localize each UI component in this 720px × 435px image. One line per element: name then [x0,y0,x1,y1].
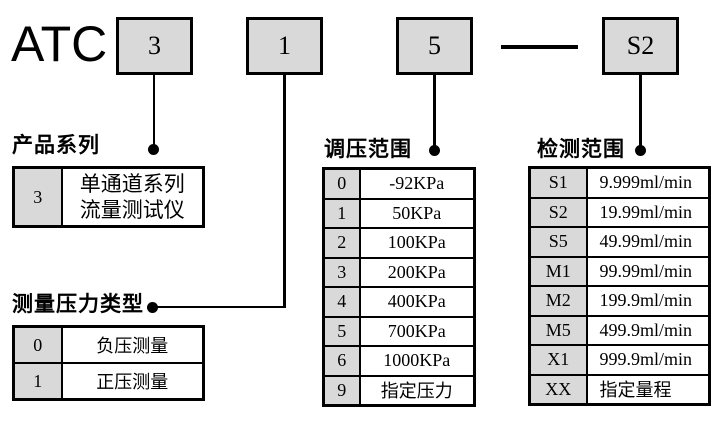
table-row: 9 指定压力 [322,374,476,407]
value-cell: 499.9ml/min [585,314,711,346]
table-row: 1 正压测量 [12,362,205,401]
connector-bullet-series [148,144,159,155]
code-cell: 0 [322,167,361,200]
product-series-table: 3 单通道系列 流量测试仪 [12,166,205,228]
table-row: S2 19.99ml/min [528,196,711,228]
code-cell: 5 [322,315,361,347]
connector-bullet-regulation [428,144,440,156]
code-cell: 4 [322,286,361,318]
value-cell: 49.99ml/min [585,226,711,258]
table-row: 2 100KPa [322,227,476,259]
model-segment-box-series: 3 [116,17,193,75]
connector-line-pressure-vertical [283,75,286,308]
value-cell: 正压测量 [60,362,205,401]
value-cell: 400KPa [358,286,476,318]
table-row: 4 400KPa [322,286,476,318]
connector-line-regulation [433,75,436,146]
code-cell: XX [528,373,588,406]
value-cell: 单通道系列 流量测试仪 [60,166,205,228]
pressure-type-table: 0 负压测量 1 正压测量 [12,325,205,401]
value-cell: 99.99ml/min [585,255,711,287]
code-cell: 3 [322,256,361,288]
code-cell: 2 [322,227,361,259]
value-cell: 700KPa [358,315,476,347]
value-cell: 1000KPa [358,345,476,377]
value-cell: 负压测量 [60,325,205,364]
value-cell: 19.99ml/min [585,196,711,228]
connector-line-detection [639,75,642,146]
value-cell: 指定量程 [585,373,711,406]
section-title-detection-range: 检测范围 [537,138,625,161]
code-cell: 6 [322,345,361,377]
value-cell: 100KPa [358,227,476,259]
regulation-range-table: 0 -92KPa 1 50KPa 2 100KPa 3 200KPa 4 400… [322,167,476,407]
table-row: X1 999.9ml/min [528,344,711,376]
table-row: 6 1000KPa [322,345,476,377]
table-row: M2 199.9ml/min [528,285,711,317]
value-cell: 指定压力 [358,374,476,407]
code-cell: 1 [322,197,361,229]
section-title-product-series: 产品系列 [12,134,100,157]
model-segment-box-range: 5 [396,17,473,75]
code-cell: M2 [528,285,588,317]
table-row: XX 指定量程 [528,373,711,406]
code-cell: S2 [528,196,588,228]
code-cell: S5 [528,226,588,258]
code-cell: 9 [322,374,361,407]
detection-range-table: S1 9.999ml/min S2 19.99ml/min S5 49.99ml… [528,166,711,406]
table-row: 3 200KPa [322,256,476,288]
table-row: S5 49.99ml/min [528,226,711,258]
value-cell: 999.9ml/min [585,344,711,376]
code-cell: S1 [528,166,588,199]
code-cell: X1 [528,344,588,376]
section-title-regulation-range: 调压范围 [324,138,412,161]
table-row: 5 700KPa [322,315,476,347]
connector-line-series [152,75,155,146]
table-row: 0 负压测量 [12,325,205,364]
section-title-pressure-type: 测量压力类型 [12,293,144,316]
table-row: 1 50KPa [322,197,476,229]
value-cell: 9.999ml/min [585,166,711,199]
model-segment-box-detection: S2 [602,17,679,75]
table-row: 0 -92KPa [322,167,476,200]
value-cell: 50KPa [358,197,476,229]
model-code-dash-separator [501,45,578,49]
code-cell: 1 [12,362,63,401]
value-cell: -92KPa [358,167,476,200]
model-segment-box-pressure: 1 [246,17,323,75]
connector-bullet-detection [634,144,646,156]
table-row: M5 499.9ml/min [528,314,711,346]
connector-bullet-pressure [147,301,158,313]
connector-line-pressure-horizontal [155,305,285,308]
code-cell: 3 [12,166,63,228]
brand-text: ATC [11,16,108,72]
table-row: S1 9.999ml/min [528,166,711,199]
table-row: M1 99.99ml/min [528,255,711,287]
code-cell: 0 [12,325,63,364]
code-cell: M1 [528,255,588,287]
value-cell: 200KPa [358,256,476,288]
value-cell: 199.9ml/min [585,285,711,317]
code-cell: M5 [528,314,588,346]
table-row: 3 单通道系列 流量测试仪 [12,166,205,228]
